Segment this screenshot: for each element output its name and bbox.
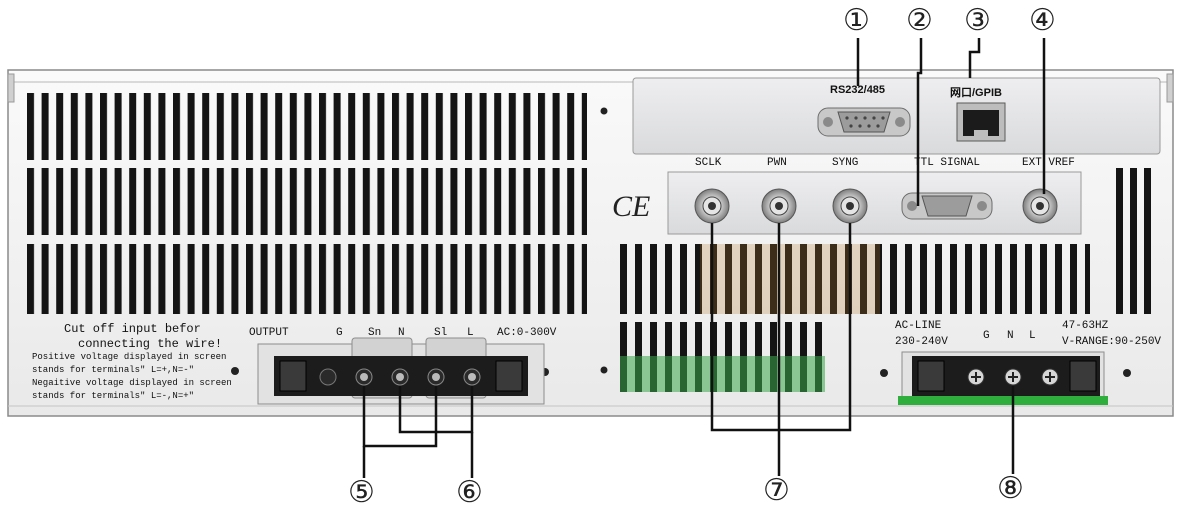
leader-lines [362,38,1046,478]
input-n-label: N [1007,330,1014,342]
left-vent-grid [27,93,587,314]
input-terminal-block [898,351,1108,405]
output-range-label: AC:0-300V [497,327,557,339]
input-n-screw[interactable] [1004,368,1022,386]
orange-tint [700,244,880,314]
warning-line-4: stands for terminals" L=+,N=-" [32,365,195,375]
input-g-screw[interactable] [967,368,985,386]
bnc-plate [667,171,1082,235]
input-g-label: G [983,330,990,342]
pwn-label: PWN [767,157,787,169]
callout-4: ④ [1029,3,1056,38]
sclk-bnc[interactable] [694,188,730,224]
ext-vref-bnc[interactable] [1022,188,1058,224]
warning-line-3: Positive voltage displayed in screen [32,352,227,362]
rj45-port[interactable] [956,102,1006,142]
warning-line-1: Cut off input befor [64,322,201,336]
input-freq-label: 47-63HZ [1062,320,1109,332]
green-tint [620,356,825,392]
ttl-signal-label: TTL SIGNAL [914,157,981,169]
output-sl-label: Sl [434,327,448,339]
terminal-sn-screw[interactable] [355,368,373,386]
output-label: OUTPUT [249,327,289,339]
warning-line-5: Negaitive voltage displayed in screen [32,378,232,388]
lan-gpib-label: 网口/GPIB [950,87,1002,99]
callout-8: ⑧ [997,471,1024,506]
input-range-label: V-RANGE:90-250V [1062,336,1162,348]
input-l-label: L [1029,330,1036,342]
ext-vref-label: EXT VREF [1022,157,1075,169]
output-sn-label: Sn [368,327,382,339]
terminal-g-screw[interactable] [319,368,337,386]
terminal-l-screw[interactable] [463,368,481,386]
callout-3: ③ [964,3,991,38]
syng-label: SYNG [832,157,859,169]
terminal-n-screw[interactable] [391,368,409,386]
rs232-label: RS232/485 [830,84,886,96]
terminal-sl-screw[interactable] [427,368,445,386]
comm-plate [632,77,1161,155]
callout-2: ② [906,3,933,38]
callout-7: ⑦ [763,473,790,508]
ac-line-label: AC-LINE [895,320,942,332]
rs232-connector[interactable] [817,107,911,137]
callout-6: ⑥ [456,475,483,510]
warning-line-6: stands for terminals" L=-,N=+" [32,391,195,401]
callout-5: ⑤ [348,475,375,510]
input-voltage-label: 230-240V [895,336,948,348]
ce-mark: CE [612,190,651,223]
callout-1: ① [843,3,870,38]
pwn-bnc[interactable] [761,188,797,224]
output-g-label: G [336,327,343,339]
warning-line-2: connecting the wire! [78,337,223,351]
syng-bnc[interactable] [832,188,868,224]
output-l-label: L [467,327,474,339]
output-n-label: N [398,327,405,339]
input-l-screw[interactable] [1041,368,1059,386]
sclk-label: SCLK [695,157,722,169]
ttl-signal-connector[interactable] [901,192,993,220]
